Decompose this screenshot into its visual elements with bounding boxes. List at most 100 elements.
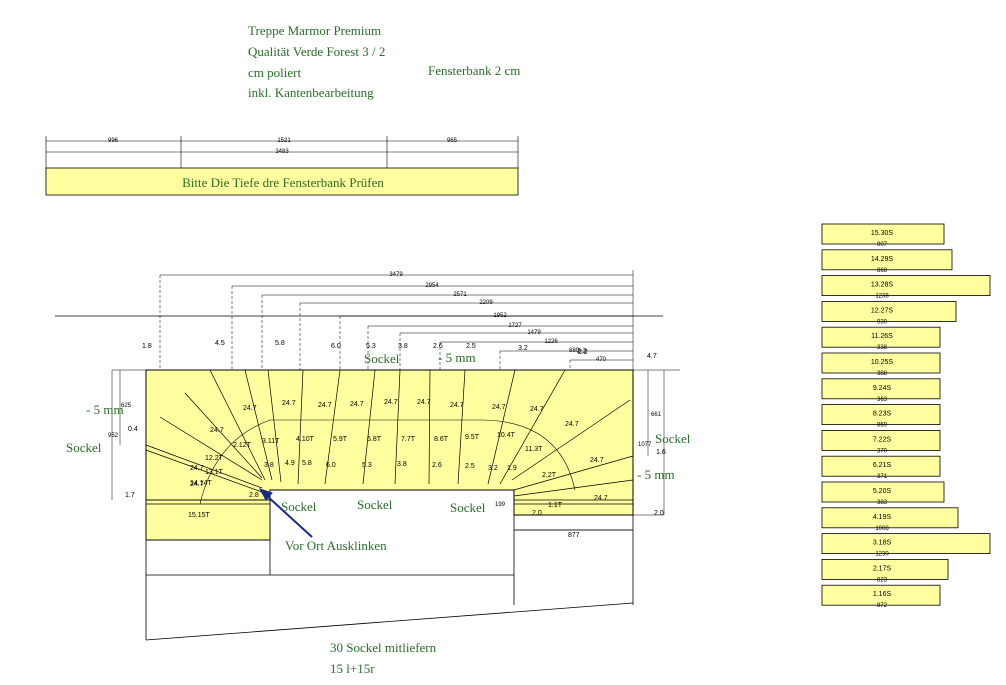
riser-label: 8.23S <box>873 411 892 418</box>
bottom-dim-2: 877 <box>568 532 580 539</box>
riser-label: 7.22S <box>873 436 892 443</box>
svg-text:3.2: 3.2 <box>488 465 498 472</box>
svg-text:2.2: 2.2 <box>578 349 588 356</box>
svg-text:1.9: 1.9 <box>507 465 517 472</box>
landing-bottom-step <box>145 499 271 541</box>
svg-text:3.8: 3.8 <box>397 461 407 468</box>
riser-dim: 823 <box>877 577 888 583</box>
dim-top-3: 2571 <box>453 292 467 298</box>
svg-text:6.8T: 6.8T <box>367 436 382 443</box>
svg-text:8.6T: 8.6T <box>434 436 449 443</box>
sockel-label-top: Sockel <box>364 351 400 366</box>
svg-text:6.0: 6.0 <box>331 343 341 350</box>
dim-top-1: 3479 <box>389 272 403 278</box>
riser-dim: 383 <box>877 500 888 506</box>
left-dim-2: 952 <box>108 433 119 439</box>
svg-text:24.7: 24.7 <box>243 405 257 412</box>
svg-text:5.3: 5.3 <box>362 462 372 469</box>
svg-text:14.14T: 14.14T <box>190 480 213 487</box>
riser-board <box>821 300 957 322</box>
title-line-1: Treppe Marmor Premium <box>248 23 381 38</box>
title-line-3: cm poliert <box>248 65 301 80</box>
riser-board <box>821 455 941 477</box>
riser-board <box>821 533 991 554</box>
dim-top-2: 2954 <box>425 283 439 289</box>
svg-text:11.3T: 11.3T <box>525 446 543 453</box>
fensterbank-note: Bitte Die Tiefe dre Fensterbank Prüfen <box>182 175 384 190</box>
fb-total: 3483 <box>275 149 289 155</box>
riser-label: 14.29S <box>871 256 894 263</box>
riser-label: 15.30S <box>871 230 894 237</box>
svg-text:5.8: 5.8 <box>275 340 285 347</box>
svg-text:3.2: 3.2 <box>518 345 528 352</box>
svg-text:12.2T: 12.2T <box>205 455 224 462</box>
left-dim-1: 625 <box>121 403 132 409</box>
right-dim-4: 2.0 <box>654 510 664 517</box>
svg-text:24.7: 24.7 <box>565 421 579 428</box>
fensterbank-board <box>45 167 519 196</box>
stair-plan <box>145 369 634 516</box>
riser-label: 4.19S <box>873 514 892 521</box>
riser-dim: 869 <box>877 423 888 429</box>
svg-text:10.4T: 10.4T <box>497 432 516 439</box>
riser-dim: 338 <box>877 345 888 351</box>
svg-text:4.9: 4.9 <box>285 460 295 467</box>
svg-text:24.7: 24.7 <box>384 399 398 406</box>
right-dim-1: 661 <box>651 412 662 418</box>
svg-text:24.7: 24.7 <box>190 465 204 472</box>
riser-dim: 872 <box>877 603 888 609</box>
riser-label: 12.27S <box>871 307 894 314</box>
depth-labels: 24.7 24.7 24.7 24.7 24.7 24.7 24.7 24.7 … <box>190 399 608 502</box>
minus5-label-top: - 5 mm <box>438 350 476 365</box>
riser-label: 1.16S <box>873 591 892 598</box>
fb-seg-1: 996 <box>108 138 119 144</box>
svg-text:2.6: 2.6 <box>432 462 442 469</box>
riser-dim: 930 <box>877 319 888 325</box>
svg-text:24.7: 24.7 <box>417 399 431 406</box>
svg-text:2.2: 2.2 <box>577 348 587 355</box>
svg-text:24.7: 24.7 <box>318 402 332 409</box>
fensterbank-label: Fensterbank 2 cm <box>428 63 520 78</box>
riser-board <box>821 404 941 426</box>
dim-top-7: 1479 <box>527 330 541 336</box>
svg-text:2.2T: 2.2T <box>542 472 557 479</box>
riser-list: 15.30S90714.29S86813.28S123812.27S93011.… <box>821 223 991 609</box>
svg-text:4.7: 4.7 <box>647 353 657 360</box>
riser-board <box>821 378 941 400</box>
svg-text:24.7: 24.7 <box>210 427 224 434</box>
dim-top-9: 880 <box>569 348 580 354</box>
plan-top-dimensions <box>159 270 634 370</box>
riser-board <box>821 326 941 348</box>
riser-dim: 1008 <box>875 526 889 532</box>
svg-text:7.7T: 7.7T <box>401 436 416 443</box>
svg-text:3.8: 3.8 <box>398 343 408 350</box>
left-dim-4: 1.7 <box>125 492 135 499</box>
right-dim-3: 1.6 <box>656 449 666 456</box>
riser-board <box>821 275 991 297</box>
sockel-label-bottom-1: Sockel <box>281 499 317 514</box>
svg-text:5.8: 5.8 <box>302 460 312 467</box>
title-line-2: Qualität Verde Forest 3 / 2 <box>248 44 385 59</box>
svg-text:24.7: 24.7 <box>530 406 544 413</box>
riser-dim: 388 <box>877 371 888 377</box>
riser-label: 11.26S <box>871 333 893 340</box>
svg-text:2.0: 2.0 <box>532 510 542 517</box>
svg-text:5.3: 5.3 <box>366 343 376 350</box>
svg-text:5.9T: 5.9T <box>333 436 348 443</box>
riser-board <box>821 584 941 606</box>
svg-text:2.12T: 2.12T <box>233 442 252 449</box>
svg-text:24.7: 24.7 <box>590 457 604 464</box>
riser-board <box>821 429 941 451</box>
dim-top-8: 1226 <box>544 339 558 345</box>
title-line-4: inkl. Kantenbearbeitung <box>248 85 374 100</box>
riser-board <box>821 223 945 245</box>
svg-text:24.7: 24.7 <box>282 400 296 407</box>
riser-label: 3.18S <box>873 540 892 547</box>
riser-dim: 907 <box>877 242 888 248</box>
svg-text:2.5: 2.5 <box>465 463 475 470</box>
svg-text:6.0: 6.0 <box>326 462 336 469</box>
svg-text:15.15T: 15.15T <box>188 512 211 519</box>
riser-dim: 868 <box>877 268 888 274</box>
riser-dim: 363 <box>877 397 888 403</box>
